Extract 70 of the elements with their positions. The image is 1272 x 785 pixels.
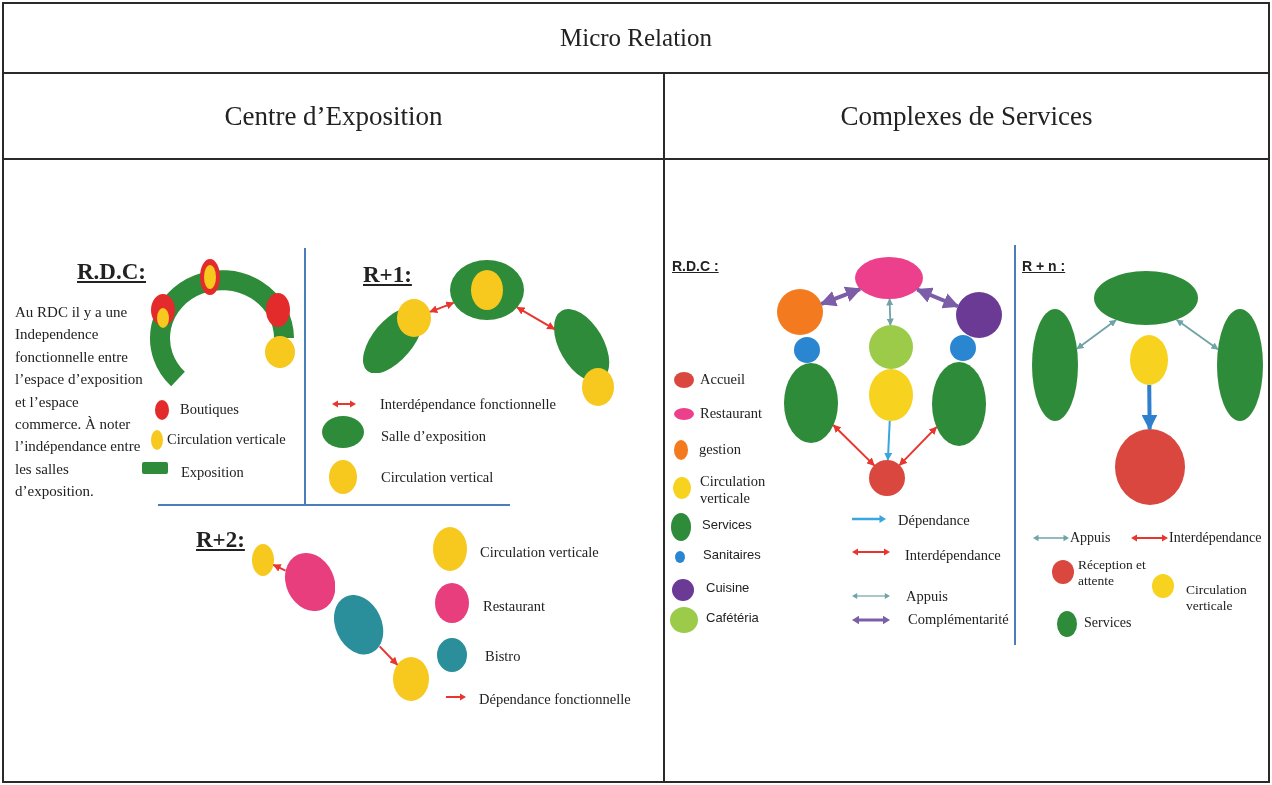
legend-text: Bistro: [485, 648, 521, 665]
zone-circle: [794, 337, 820, 363]
zone-ellipse: [1094, 271, 1198, 325]
legend-text: Services: [1084, 614, 1132, 631]
zone-ellipse: [393, 657, 429, 701]
arrow: [884, 419, 893, 461]
legend-text: Interdépendance: [1169, 529, 1262, 546]
double-arrow: [886, 298, 894, 326]
zone-ellipse: [252, 544, 274, 576]
table-header: Micro Relation: [2, 2, 1270, 74]
legend-text: Circulation vertical: [381, 469, 494, 486]
legend-text: Appuis: [1070, 529, 1111, 546]
zone-ellipse: [582, 368, 614, 406]
zone-ellipse: [1130, 335, 1168, 385]
legend-text: Restaurant: [700, 405, 762, 422]
legend-text: Cuisine: [706, 581, 750, 597]
double-arrow: [898, 426, 938, 467]
double-arrow: [1175, 318, 1219, 351]
zone-ellipse: [932, 362, 986, 446]
zone-circle: [869, 325, 913, 369]
double-arrow: [429, 301, 455, 313]
zone-ellipse: [284, 552, 336, 611]
legend-text: Cafétéria: [706, 611, 759, 627]
zone-ellipse: [471, 270, 503, 310]
zone-ellipse: [1032, 309, 1078, 421]
floor-heading: R+1:: [363, 262, 412, 289]
legend-text: Sanitaires: [703, 548, 761, 564]
zone-ellipse: [855, 257, 923, 299]
legend-text: Salle d’exposition: [381, 428, 487, 445]
legend-text: Complémentarité: [908, 611, 1009, 628]
zone-circle: [950, 335, 976, 361]
floor-heading: R.D.C:: [77, 259, 146, 286]
arrow: [1141, 384, 1158, 431]
legend-text: Interdépendance: [905, 547, 1001, 564]
zone-ellipse: [1217, 309, 1263, 421]
legend-text: Restaurant: [483, 598, 545, 615]
arrow: [378, 645, 399, 666]
double-arrow: [832, 424, 876, 467]
zone-ellipse: [784, 363, 838, 443]
zone-ellipse: [869, 369, 913, 421]
legend-text: Boutiques: [180, 401, 239, 418]
legend-text: Accueil: [700, 371, 746, 388]
legend-text: Interdépendance fonctionnelle: [380, 396, 556, 413]
zone-ellipse: [1115, 429, 1185, 505]
floor-heading: R.D.C :: [672, 258, 719, 275]
zone-circle: [869, 460, 905, 496]
description-text: Au RDC il y a une Independence fonctionnelle entre l’espace d’exposition et l’espace commerce. À noter l’indépendance entre les salles d’exposition.: [15, 303, 144, 502]
legend-text: Circulation verticale: [167, 431, 286, 448]
floor-heading: R+2:: [196, 527, 245, 554]
legend-text: Services: [702, 518, 752, 534]
arrow: [272, 563, 287, 572]
double-arrow: [820, 286, 862, 307]
zone-circle: [956, 292, 1002, 338]
legend-text: Exposition: [181, 464, 244, 481]
zone-ellipse: [397, 299, 431, 337]
legend-text: Dépendance fonctionnelle: [479, 691, 631, 708]
zone-ellipse: [334, 595, 384, 655]
double-arrow: [915, 287, 960, 309]
legend-text: Dépendance: [898, 512, 970, 529]
legend-text: Réception et attente: [1078, 557, 1147, 589]
zone-circle: [777, 289, 823, 335]
legend-text: Circulation verticale: [700, 473, 767, 507]
legend-text: Circulation verticale: [480, 544, 599, 561]
zone-ellipse: [450, 260, 524, 320]
floor-heading: R + n :: [1022, 258, 1066, 275]
legend-text: Appuis: [906, 588, 948, 605]
legend-text: gestion: [699, 441, 741, 458]
legend-text: Circulation verticale: [1186, 582, 1248, 614]
double-arrow: [1076, 319, 1117, 350]
double-arrow: [516, 306, 556, 331]
